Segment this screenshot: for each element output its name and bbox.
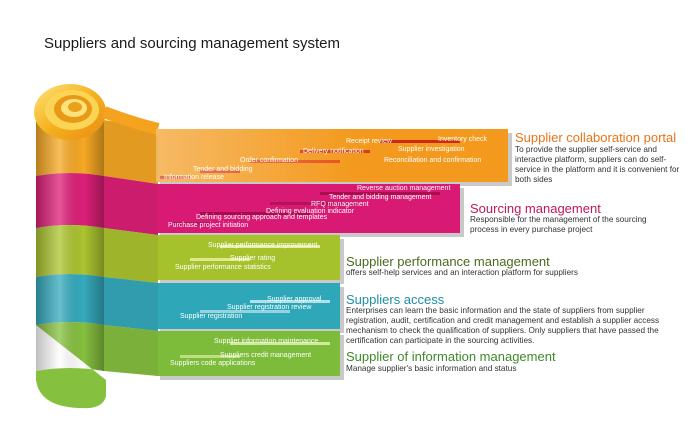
- item-reverse-auction: Reverse auction management: [357, 185, 451, 192]
- item-supplier-investigation: Supplier investigation: [398, 146, 465, 153]
- item-registration-review: Supplier registration review: [227, 304, 312, 311]
- section-desc-sourcing: Responsible for the management of the so…: [470, 215, 647, 234]
- section-title-access: Suppliers access: [346, 292, 445, 307]
- item-performance-improvement: Supplier performance improvement: [208, 242, 318, 249]
- item-project-initiation: Purchase project initiation: [168, 222, 249, 229]
- item-sourcing-approach: Defining sourcing approach and templates: [196, 214, 328, 221]
- item-supplier-rating: Supplier rating: [230, 255, 276, 262]
- item-receipt-review: Receipt review: [346, 138, 392, 145]
- section-title-sourcing: Sourcing management: [470, 201, 601, 216]
- item-inventory-check: Inventory check: [438, 136, 488, 143]
- item-tender-bidding: Tender and bidding: [193, 166, 253, 173]
- item-order-confirmation: Order confirmation: [240, 157, 298, 164]
- scroll-curl: [34, 84, 160, 140]
- section-desc-collaboration: To provide the supplier self-service and…: [515, 145, 680, 184]
- item-information-maintenance: Supplier information maintenance: [214, 338, 319, 345]
- panel-information: [156, 331, 340, 376]
- section-title-performance: Supplier performance management: [346, 254, 550, 269]
- item-tender-bidding-management: Tender and bidding management: [329, 194, 432, 201]
- item-rfq-management: RFQ management: [311, 201, 369, 208]
- section-desc-information: Manage supplier's basic information and …: [346, 364, 517, 373]
- item-supplier-approval: Supplier approval: [267, 296, 322, 303]
- section-desc-performance: offers self-help services and an interac…: [346, 268, 578, 277]
- item-evaluation-indicator: Defining evaluation indicator: [266, 208, 354, 215]
- panel-access: [156, 283, 340, 329]
- scroll-body: [36, 116, 158, 409]
- panel-streaks: [156, 129, 460, 358]
- page-title: Suppliers and sourcing management system: [44, 35, 340, 52]
- panel-performance: [156, 235, 340, 280]
- item-code-applications: Suppliers code applications: [170, 360, 256, 367]
- section-title-information: Supplier of information management: [346, 349, 556, 364]
- item-credit-management: Suppliers credit management: [220, 352, 312, 359]
- item-delivery-notification: Delivery notification: [303, 148, 364, 155]
- section-title-collaboration: Supplier collaboration portal: [515, 130, 677, 145]
- item-supplier-registration: Supplier registration: [180, 313, 243, 320]
- item-information-release: Information release: [164, 174, 224, 181]
- section-desc-access: Enterprises can learn the basic informat…: [346, 306, 660, 345]
- item-reconciliation: Reconciliation and confirmation: [384, 157, 482, 164]
- item-performance-statistics: Supplier performance statistics: [175, 264, 271, 271]
